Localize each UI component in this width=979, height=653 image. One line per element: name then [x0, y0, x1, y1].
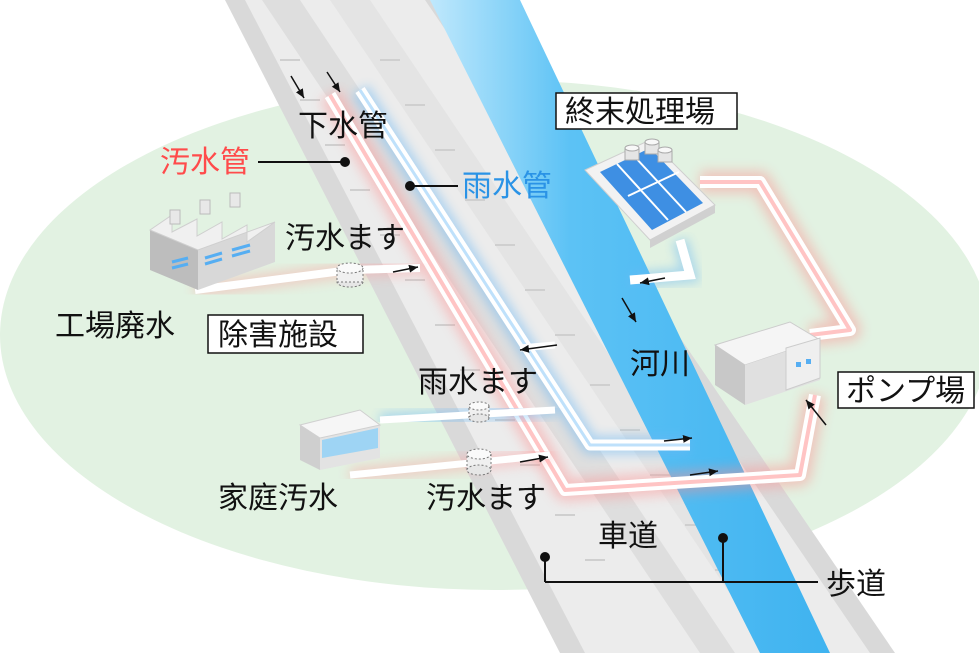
pump-station-label: ポンプ場 — [846, 374, 965, 409]
pump-station-icon — [713, 321, 822, 405]
factory-icon — [148, 192, 276, 290]
household-storm-branch — [379, 403, 556, 427]
sewage-pipe-label: 汚水管 — [160, 145, 250, 180]
roadway-label: 車道 — [598, 519, 658, 554]
sewage-basin-bottom-icon — [466, 448, 492, 476]
sewage-basin-bottom-label: 汚水ます — [426, 481, 546, 516]
flow-arrows — [290, 71, 827, 477]
storm-pipe-label: 雨水管 — [462, 169, 552, 204]
pump-station-label-box — [837, 371, 975, 409]
household-sewage-label: 家庭汚水 — [218, 481, 338, 516]
pretreatment-facility-label: 除害施設 — [218, 318, 338, 353]
storm-basin-icon — [468, 401, 490, 423]
storm-basin-label: 雨水ます — [418, 365, 538, 400]
river-label: 河川 — [630, 347, 690, 382]
factory-wastewater-label: 工場廃水 — [55, 309, 175, 344]
treatment-plant-icon — [584, 138, 716, 248]
sewage-pipe-plant-link — [700, 171, 861, 346]
sidewalk-label: 歩道 — [826, 567, 886, 602]
sewer-pipe-label: 下水管 — [298, 109, 388, 144]
leader-lines — [258, 157, 818, 583]
sewage-pipe — [320, 89, 826, 501]
house-icon — [298, 409, 382, 470]
pretreatment-facility-label-box — [207, 314, 364, 354]
sewage-basin-top-icon — [336, 262, 364, 288]
treatment-plant-label: 終末処理場 — [565, 95, 715, 130]
sewage-basin-top-label: 汚水ます — [285, 221, 405, 256]
plant-outfall-pipe — [629, 237, 701, 288]
storm-pipe — [351, 84, 690, 455]
household-sewage-branch — [349, 448, 551, 482]
treatment-plant-label-box — [555, 92, 738, 130]
